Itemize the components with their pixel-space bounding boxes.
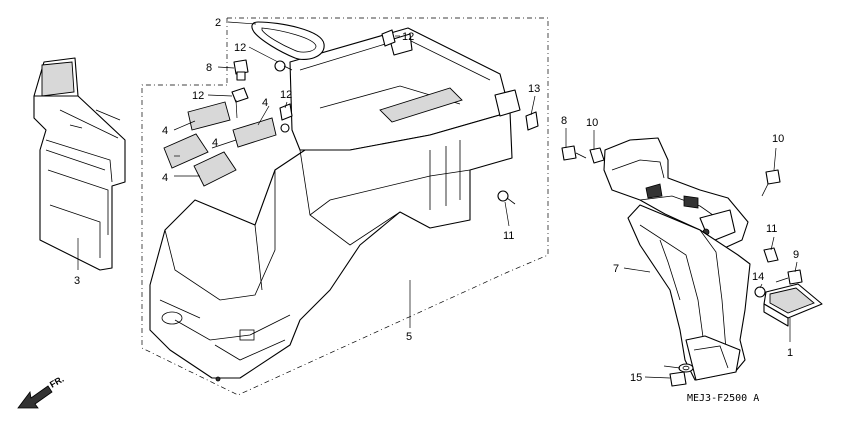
callout-8: 8 [561, 115, 567, 127]
callout-13: 14 [752, 271, 764, 283]
callout-4: 4 [212, 137, 218, 149]
callout-12: 12 [402, 31, 414, 43]
callout-labels: 2 12 8 12 4 12 4 4 4 12 13 11 5 3 8 10 1… [74, 17, 799, 384]
pads [163, 101, 277, 187]
callout-3: 3 [74, 275, 80, 287]
front-label: FR. [48, 374, 66, 390]
hardware-right [561, 145, 803, 387]
callout-5: 7 [613, 263, 619, 275]
rubber-band [251, 21, 325, 61]
callout-8: 9 [793, 249, 799, 261]
front-arrow-icon [17, 385, 53, 409]
side-cover-panel [33, 57, 126, 271]
assembly-outline [141, 17, 549, 396]
callout-12: 13 [528, 83, 540, 95]
callout-9: 10 [772, 133, 784, 145]
callout-1: 1 [787, 347, 793, 359]
hardware-central [231, 29, 539, 205]
callout-4: 4 [262, 97, 268, 109]
callout-4: 4 [162, 125, 168, 137]
leader-lines [77, 21, 798, 379]
callout-2: 2 [215, 17, 221, 29]
front-direction-indicator: FR. [17, 374, 66, 409]
callout-10: 10 [586, 117, 598, 129]
callout-7: 8 [206, 62, 212, 74]
callout-11: 11 [503, 230, 514, 242]
callout-12: 12 [280, 89, 292, 101]
inner-rear-fender [149, 27, 521, 382]
callout-14: 15 [630, 372, 642, 384]
diagram-code: MEJ3-F2500 A [687, 393, 759, 404]
callout-11: 12 [234, 42, 246, 54]
rear-fender-bracket [603, 137, 751, 381]
callout-4: 4 [162, 172, 168, 184]
callout-10: 11 [766, 223, 777, 235]
callout-6: 5 [406, 331, 412, 343]
callout-12: 12 [192, 90, 204, 102]
reflector [763, 283, 823, 327]
